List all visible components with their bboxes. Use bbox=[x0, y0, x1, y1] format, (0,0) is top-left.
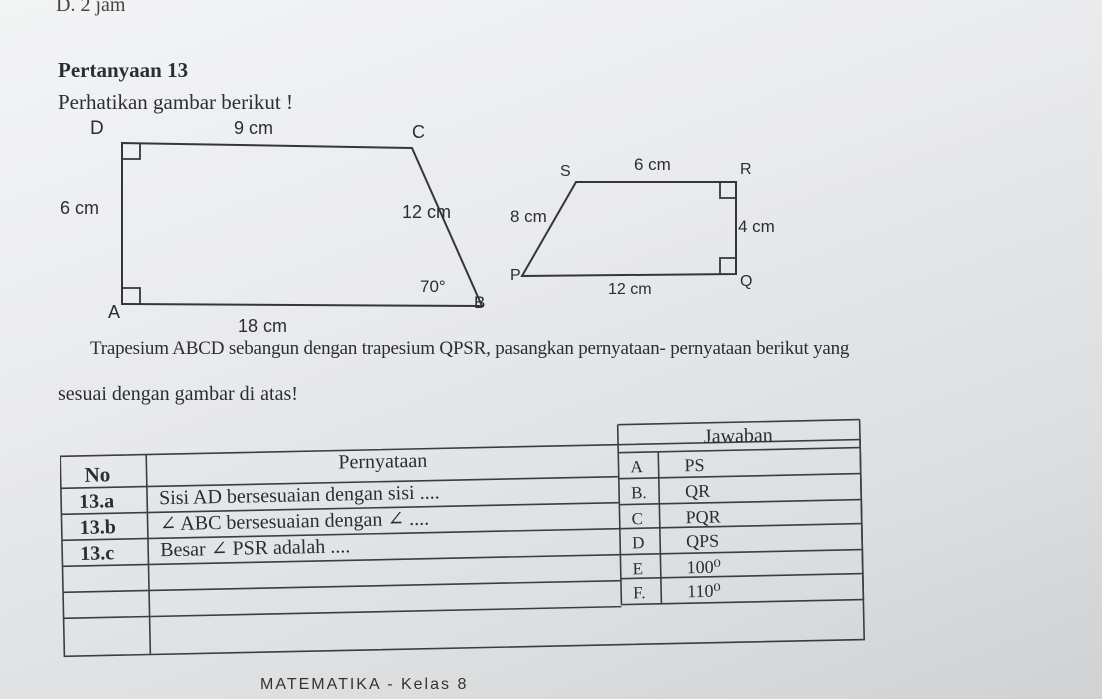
answer-letter-b: B. bbox=[631, 483, 647, 502]
answer-letter-c: C bbox=[631, 509, 643, 528]
header-answer: Jawaban bbox=[704, 424, 773, 447]
header-fragment: D. 2 jam bbox=[56, 0, 126, 16]
right-angle-d-icon bbox=[122, 143, 141, 160]
abcd-left-length: 6 cm bbox=[60, 198, 99, 218]
abcd-bottom-length: 18 cm bbox=[238, 316, 287, 336]
label-s: S bbox=[560, 163, 571, 180]
abcd-right-length: 12 cm bbox=[402, 202, 451, 222]
right-angle-q-icon bbox=[719, 257, 736, 274]
label-q: Q bbox=[740, 273, 752, 290]
trapezoid-qpsr bbox=[520, 181, 737, 278]
trapezoid-abcd bbox=[121, 141, 484, 308]
answer-letter-e: E bbox=[632, 559, 643, 578]
label-r: R bbox=[740, 161, 752, 178]
row-no-13a: 13.a bbox=[79, 490, 114, 513]
label-b: B bbox=[474, 293, 485, 312]
question-instruction: Perhatikan gambar berikut ! bbox=[58, 90, 293, 114]
answer-letter-f: F. bbox=[633, 583, 646, 602]
label-p: P bbox=[510, 267, 521, 284]
row-no-13b: 13.b bbox=[79, 516, 116, 539]
abcd-top-length: 9 cm bbox=[234, 118, 273, 138]
answer-value-c: PQR bbox=[685, 507, 720, 528]
abcd-angle-b: 70° bbox=[420, 277, 446, 296]
qpsr-bottom-length: 12 cm bbox=[608, 281, 652, 298]
label-c: C bbox=[412, 122, 425, 142]
row-statement-13a: Sisi AD bersesuaian dengan sisi .... bbox=[159, 481, 440, 509]
answer-value-d: QPS bbox=[686, 531, 719, 552]
answer-value-b: QR bbox=[685, 481, 710, 502]
matching-table: No Pernyataan Jawaban 13.a Sisi AD berse… bbox=[60, 418, 866, 658]
question-title: Pertanyaan 13 bbox=[58, 58, 189, 82]
right-angle-a-icon bbox=[122, 287, 141, 304]
label-a: A bbox=[108, 302, 120, 322]
right-angle-r-icon bbox=[719, 182, 736, 199]
qpsr-top-length: 6 cm bbox=[634, 155, 671, 174]
header-statement: Pernyataan bbox=[338, 450, 427, 474]
answer-letter-d: D bbox=[632, 533, 645, 552]
qpsr-right-length: 4 cm bbox=[738, 217, 775, 236]
answer-letter-a: A bbox=[630, 457, 643, 476]
footer-fragment: MATEMATIKA - Kelas 8 bbox=[260, 676, 469, 693]
answer-value-a: PS bbox=[684, 455, 704, 475]
statement-line-2: sesuai dengan gambar di atas! bbox=[58, 383, 298, 405]
header-no: No bbox=[84, 462, 110, 487]
row-no-13c: 13.c bbox=[80, 542, 114, 565]
qpsr-left-length: 8 cm bbox=[510, 207, 547, 226]
answer-value-e: 100⁰ bbox=[686, 557, 721, 578]
row-statement-13b: ∠ ABC bersesuaian dengan ∠ .... bbox=[159, 508, 429, 536]
row-statement-13c: Besar ∠ PSR adalah .... bbox=[160, 535, 350, 561]
trapezoid-figures: D C A B 9 cm 6 cm 12 cm 18 cm 70° S R P … bbox=[60, 118, 775, 336]
statement-line-1: Trapesium ABCD sebangun dengan trapesium… bbox=[90, 338, 850, 359]
label-d: D bbox=[90, 118, 104, 139]
answer-value-f: 110⁰ bbox=[687, 581, 721, 602]
